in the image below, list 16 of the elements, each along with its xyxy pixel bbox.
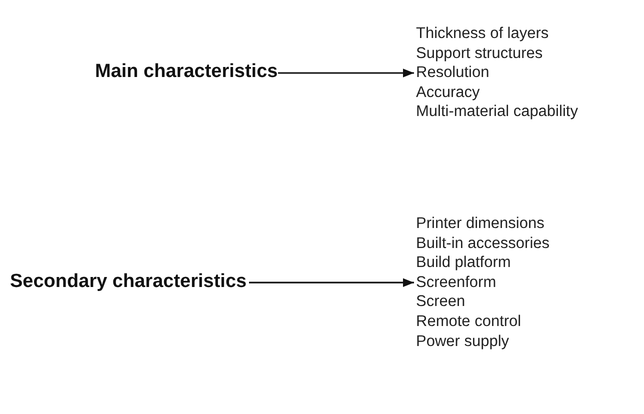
list-item: Printer dimensions	[416, 214, 546, 234]
list-item: Built-in accessories	[416, 234, 550, 254]
list-item: Remote control	[416, 312, 522, 332]
list-item: Support structures	[416, 44, 544, 64]
list-item: Accuracy	[416, 82, 481, 102]
list-item: Screen	[416, 292, 466, 312]
list-item: Thickness of layers	[416, 24, 550, 44]
list-item: Multi-material capability	[416, 102, 578, 122]
arrow	[278, 68, 414, 78]
list-item: Build platform	[416, 253, 512, 273]
list-item: Power supply	[416, 332, 510, 352]
arrow	[249, 278, 414, 288]
list-item: Resolution	[416, 63, 490, 83]
list-item: Screenform	[416, 272, 498, 292]
heading-label: Secondary characteristics	[10, 270, 248, 293]
heading-label: Main characteristics	[95, 61, 277, 83]
